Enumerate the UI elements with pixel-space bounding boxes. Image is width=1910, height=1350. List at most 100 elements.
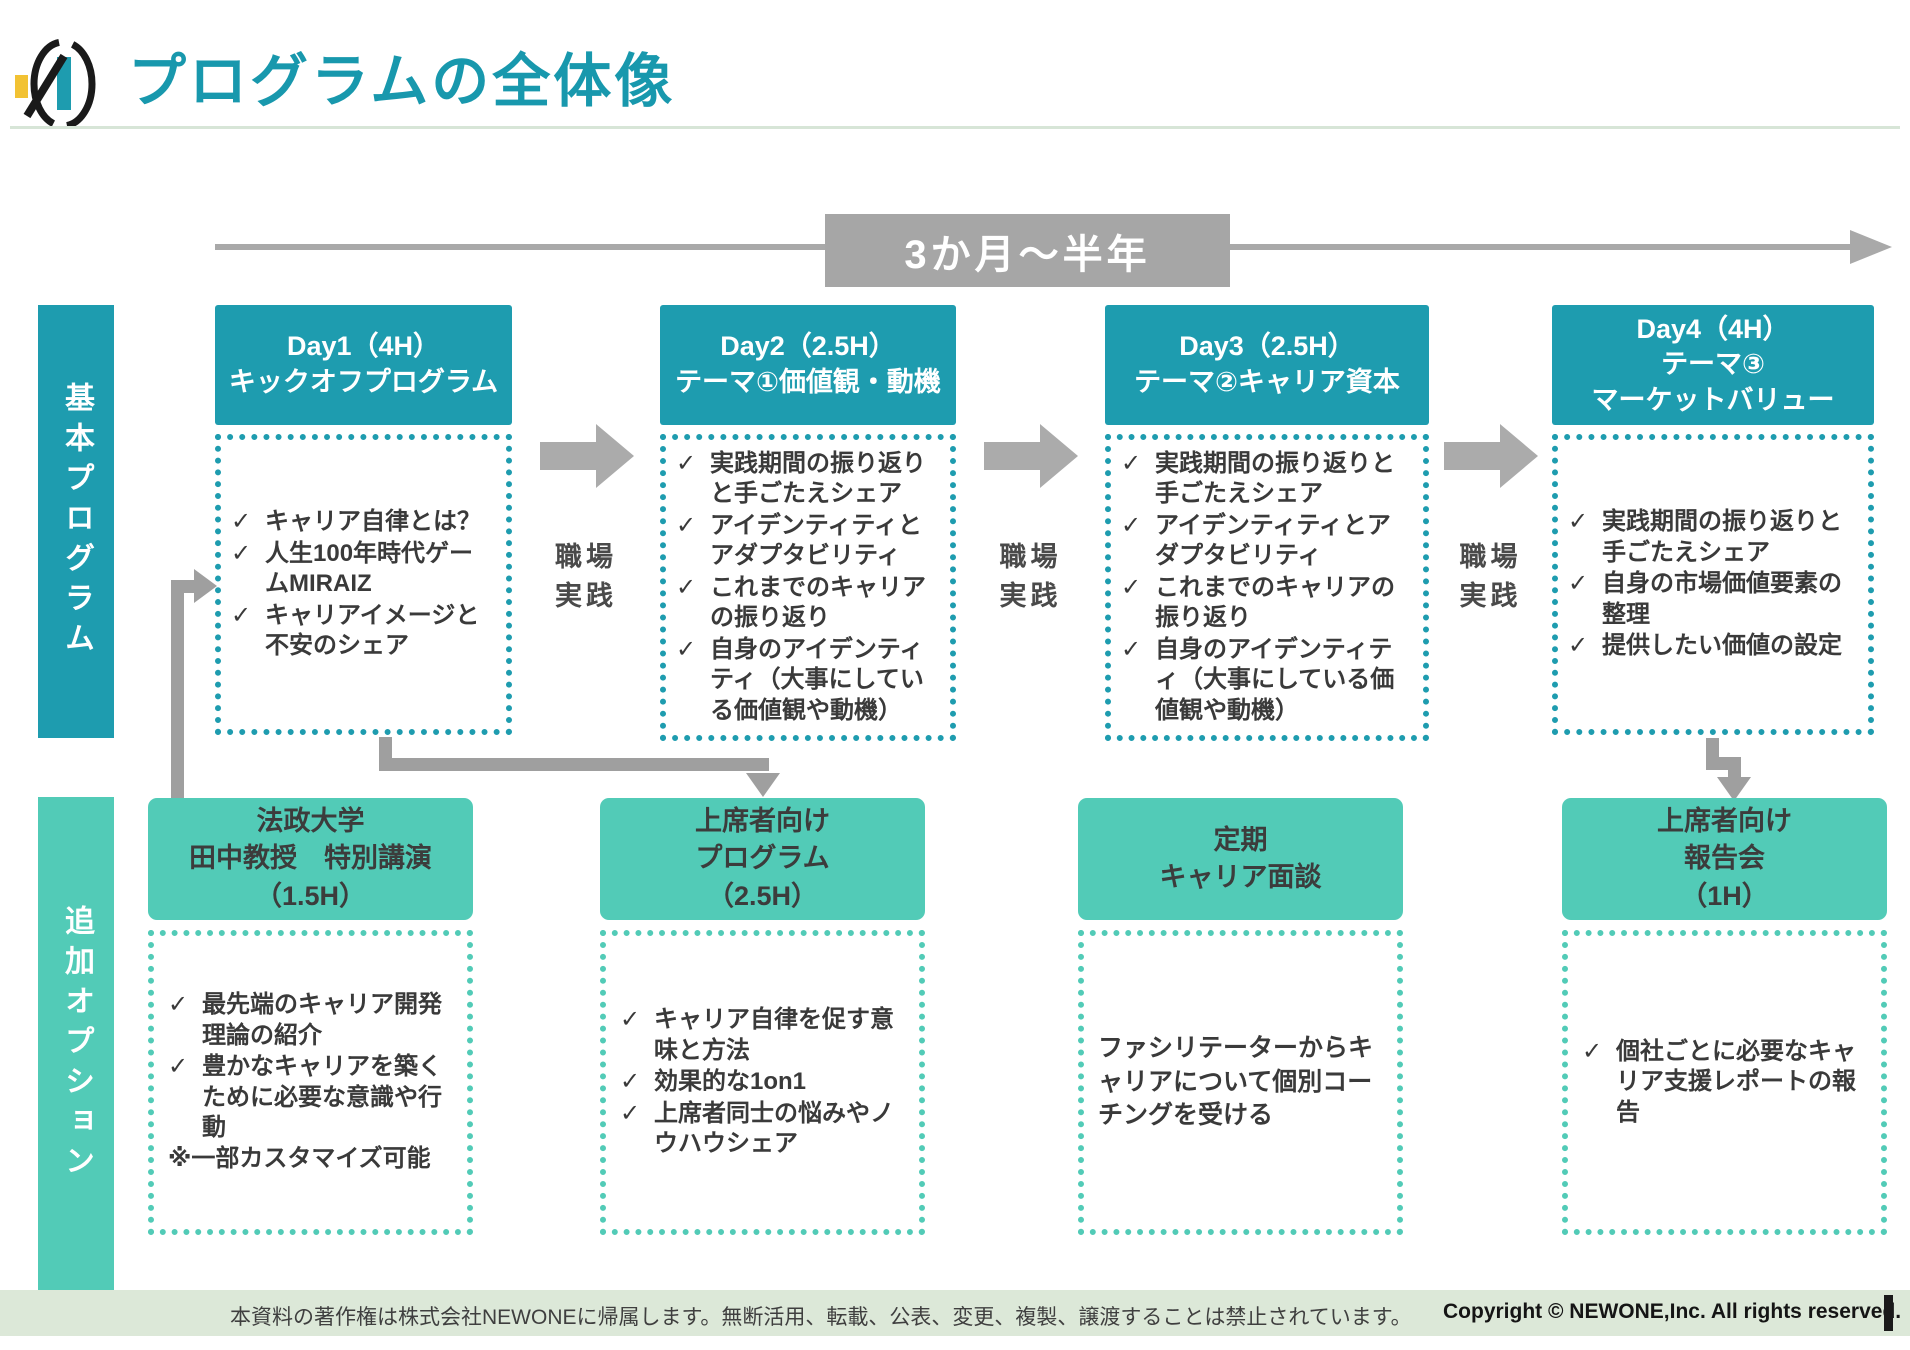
day3-header: Day3（2.5H） テーマ②キャリア資本 xyxy=(1105,305,1429,425)
bullet-item: ✓効果的な1on1 xyxy=(620,1067,905,1097)
bullet-item: ✓ これまでのキャリアの振り返り xyxy=(1121,573,1413,634)
lecture-title-line: （1.5H） xyxy=(254,880,367,911)
sidebar-additional-options: 追加オプション xyxy=(38,797,114,1293)
day3-title-line: テーマ②キャリア資本 xyxy=(1134,367,1400,397)
day4-content: ✓ 実践期間の振り返りと手ごたえシェア ✓自身の市場価値要素の整理 ✓ 提供したい価… xyxy=(1552,434,1874,735)
program-column-day1: Day1（4H） キックオフプログラム ✓ キャリア自律とは？ ✓人生100年時代… xyxy=(215,305,512,735)
day1-header: Day1（4H） キックオフプログラム xyxy=(215,305,512,425)
option-box-career-interview: 定期 キャリア面談 ファシリテーターからキャリアについて個別コーチングを受ける xyxy=(1078,798,1403,1238)
day1-content: ✓ キャリア自律とは？ ✓人生100年時代ゲームMIRAIZ ✓キャリアイメージと… xyxy=(215,434,512,735)
workplace-practice-label: 職場実践 xyxy=(1459,542,1522,612)
check-icon: ✓ xyxy=(676,450,697,477)
newone-logo xyxy=(12,36,104,131)
bullet-text: アイデンティティとアダプタビリティ xyxy=(710,511,922,570)
check-icon: ✓ xyxy=(676,635,697,663)
check-icon: ✓ xyxy=(168,991,189,1019)
workplace-practice-label: 職場実践 xyxy=(555,542,617,612)
workplace-practice-label: 職場実践 xyxy=(999,542,1062,612)
check-icon: ✓ xyxy=(168,1053,189,1081)
check-icon: ✓ xyxy=(676,573,697,601)
connector-day1-to-senior-program xyxy=(379,758,769,771)
senior-program-title-line: （2.5H） xyxy=(706,880,819,911)
senior-program-title-line: 上席者向け xyxy=(695,806,830,837)
day4-title-line: マーケットバリュー xyxy=(1591,384,1835,415)
footer-end-mark xyxy=(1884,1295,1893,1331)
bullet-item: ✓自身の市場価値要素の整理 xyxy=(1568,569,1858,630)
day3-content: ✓実践期間の振り返りと手ごたえシェア ✓アイデンティティとアダプタビリティ ✓こ… xyxy=(1105,434,1429,742)
lecture-title-line: 法政大学 xyxy=(256,806,365,837)
day1-title-line: キックオフプログラム xyxy=(228,367,499,397)
connector-arrowhead-icon xyxy=(1717,777,1751,801)
bullet-item: ✓ これまでのキャリアの振り返り xyxy=(676,573,940,634)
bullet-item: ✓人生100年時代ゲームMIRAIZ xyxy=(231,539,496,600)
copyright-notice: 本資料の著作権は株式会社NEWONEに帰属します。無断活用、転載、公表、変更、複… xyxy=(230,1306,1412,1329)
bullet-text: 実践期間の振り返りと手ごたえシェア xyxy=(1602,508,1842,566)
program-column-day2: Day2（2.5H） テーマ①価値観・動機 ✓ 実践期間の振り返りと手ごたえシェア… xyxy=(660,305,956,742)
bullet-text: これまでのキャリアの振り返り xyxy=(710,573,926,632)
copyright-text: Copyright © NEWONE,Inc. All rights reser… xyxy=(1443,1300,1902,1323)
check-icon: ✓ xyxy=(1121,635,1142,663)
check-icon: ✓ xyxy=(1582,1037,1603,1065)
newone-logo-icon xyxy=(15,38,96,130)
bullet-item: ✓ 上席者同士の悩みやノウハウシェア xyxy=(620,1099,905,1160)
day2-content: ✓ 実践期間の振り返りと手ごたえシェア ✓ アイデンティティとアダプタビリティ ✓ こ… xyxy=(660,434,956,742)
bullet-item: ✓アイデンティティとアダプタビリティ xyxy=(1121,511,1413,572)
bullet-item: ✓キャリアイメージと不安のシェア xyxy=(231,601,496,662)
basic-program-label: 基本プログラム xyxy=(60,381,93,662)
bullet-text: アイデンティティとアダプタビリティ xyxy=(1155,511,1391,570)
bullet-text: 実践期間の振り返りと手ごたえシェア xyxy=(710,450,926,508)
check-icon: ✓ xyxy=(1568,508,1589,536)
bullet-item: ✓最先端のキャリア開発理論の紹介 xyxy=(168,990,453,1051)
bullet-text: キャリア自律を促す意味と方法 xyxy=(654,1006,894,1064)
lecture-content: ✓最先端のキャリア開発理論の紹介 ✓豊かなキャリアを築くために必要な意識や行動 … xyxy=(148,930,473,1235)
day3-title-line: Day3（2.5H） xyxy=(1179,331,1355,362)
day2-title-line: Day2（2.5H） xyxy=(720,331,896,362)
check-icon: ✓ xyxy=(1568,632,1589,660)
bullet-text: 効果的な1on1 xyxy=(654,1068,807,1096)
connector-lecture-to-day1 xyxy=(171,580,197,593)
lecture-header: 法政大学 田中教授 特別講演 （1.5H） xyxy=(148,798,473,920)
flow-arrow-icon xyxy=(984,424,1078,488)
check-icon: ✓ xyxy=(231,508,252,536)
bullet-item: ✓豊かなキャリアを築くために必要な意識や行動 xyxy=(168,1052,453,1143)
report-title-line: （1H） xyxy=(1680,880,1769,911)
report-title-line: 報告会 xyxy=(1684,843,1765,874)
bullet-text: 提供したい価値の設定 xyxy=(1602,632,1842,660)
check-icon: ✓ xyxy=(1121,573,1142,601)
check-icon: ✓ xyxy=(1121,450,1142,477)
option-box-senior-program: 上席者向け プログラム （2.5H） ✓キャリア自律を促す意味と方法 ✓効果的な… xyxy=(600,798,925,1238)
day1-title-line: Day1（4H） xyxy=(286,331,441,362)
timeline-arrowhead-icon xyxy=(1850,230,1892,264)
check-icon: ✓ xyxy=(620,1099,641,1127)
timeline-duration-badge: 3か月～半年 xyxy=(825,214,1230,287)
bullet-text: キャリア自律とは？ xyxy=(265,508,481,536)
career-interview-header: 定期 キャリア面談 xyxy=(1078,798,1403,920)
bullet-item: ✓ キャリア自律とは？ xyxy=(231,507,496,537)
check-icon: ✓ xyxy=(676,511,697,539)
title-divider xyxy=(10,126,1900,129)
bullet-text: 個社ごとに必要なキャリア支援レポートの報告 xyxy=(1616,1037,1856,1126)
senior-program-header: 上席者向け プログラム （2.5H） xyxy=(600,798,925,920)
option-box-report: 上席者向け 報告会 （1H） ✓ 個社ごとに必要なキャリア支援レポートの報告 xyxy=(1562,798,1887,1238)
senior-program-content: ✓キャリア自律を促す意味と方法 ✓効果的な1on1 ✓ 上席者同士の悩みやノウハウ… xyxy=(600,930,925,1235)
bullet-text: キャリアイメージと不安のシェア xyxy=(265,601,480,660)
bullet-text: 自身の市場価値要素の整理 xyxy=(1602,570,1842,628)
day2-header: Day2（2.5H） テーマ①価値観・動機 xyxy=(660,305,956,425)
flow-arrow-icon xyxy=(1444,424,1538,488)
program-column-day3: Day3（2.5H） テーマ②キャリア資本 ✓実践期間の振り返りと手ごたえシェア… xyxy=(1105,305,1429,742)
bullet-item: ✓自身のアイデンティティ（大事にしている価値観や動機） xyxy=(1121,635,1413,726)
bullet-item: ✓ 実践期間の振り返りと手ごたえシェア xyxy=(1568,507,1858,568)
day4-title-line: Day4（4H） xyxy=(1636,313,1790,344)
page-title: プログラムの全体像 xyxy=(128,49,676,114)
senior-program-title-line: プログラム xyxy=(695,843,830,874)
bullet-item: ✓実践期間の振り返りと手ごたえシェア xyxy=(1121,449,1413,510)
bullet-text: 人生100年時代ゲームMIRAIZ xyxy=(265,539,474,598)
bullet-text: これまでのキャリアの振り返り xyxy=(1155,573,1395,632)
flow-arrow-icon xyxy=(540,424,634,488)
bullet-text: 上席者同士の悩みやノウハウシェア xyxy=(654,1099,894,1158)
report-header: 上席者向け 報告会 （1H） xyxy=(1562,798,1887,920)
day2-title-line: テーマ①価値観・動機 xyxy=(675,367,941,397)
bullet-item: ✓自身のアイデンティティ（大事にしている価値観や動機） xyxy=(676,635,940,726)
bullet-item: ✓キャリア自律を促す意味と方法 xyxy=(620,1005,905,1066)
